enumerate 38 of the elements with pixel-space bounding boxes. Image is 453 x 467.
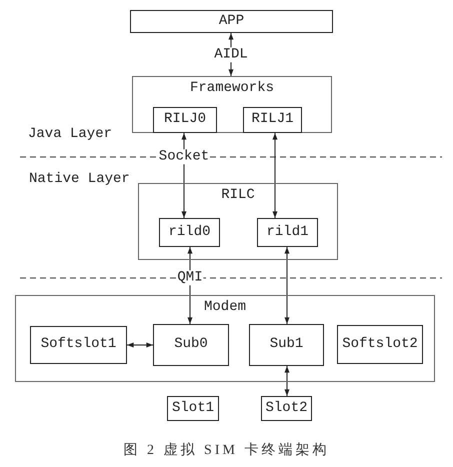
container-box xyxy=(132,76,332,133)
arrow xyxy=(284,246,290,324)
module-box xyxy=(257,218,318,247)
box-label: rild1 xyxy=(266,224,308,240)
edge-label: Socket xyxy=(158,149,210,165)
arrow xyxy=(284,366,290,396)
module-box xyxy=(337,325,423,364)
box-label: Sub1 xyxy=(270,337,304,353)
layer-label: Java Layer xyxy=(28,127,112,142)
module-box xyxy=(261,396,312,421)
arrow xyxy=(272,132,278,218)
module-box xyxy=(153,324,229,366)
module-box xyxy=(130,10,333,33)
edge-label: AIDL xyxy=(213,46,249,62)
box-title: RILC xyxy=(221,187,255,203)
module-box xyxy=(30,326,127,364)
box-label: Softslot1 xyxy=(40,337,116,353)
box-label: RILJ1 xyxy=(251,112,294,128)
container-box xyxy=(15,295,435,382)
module-box xyxy=(159,218,220,247)
box-title: Frameworks xyxy=(190,80,274,96)
module-box xyxy=(243,107,302,133)
module-box xyxy=(167,396,219,421)
layer-label: Native Layer xyxy=(29,172,130,188)
arrow xyxy=(126,342,154,348)
container-box xyxy=(138,183,338,260)
module-box xyxy=(153,107,217,133)
module-box xyxy=(249,324,324,366)
box-label: Sub0 xyxy=(174,337,208,353)
box-label: rild0 xyxy=(168,224,210,240)
box-title: Modem xyxy=(204,299,246,315)
box-label: Slot2 xyxy=(265,400,308,416)
figure-caption: 图 2 虚拟 SIM 卡终端架构 xyxy=(124,443,330,458)
edge-label: QMI xyxy=(176,270,204,286)
box-label: RILJ0 xyxy=(164,112,206,128)
box-label: Softslot2 xyxy=(342,336,418,352)
box-label: Slot1 xyxy=(172,400,214,416)
box-label: APP xyxy=(218,14,244,30)
